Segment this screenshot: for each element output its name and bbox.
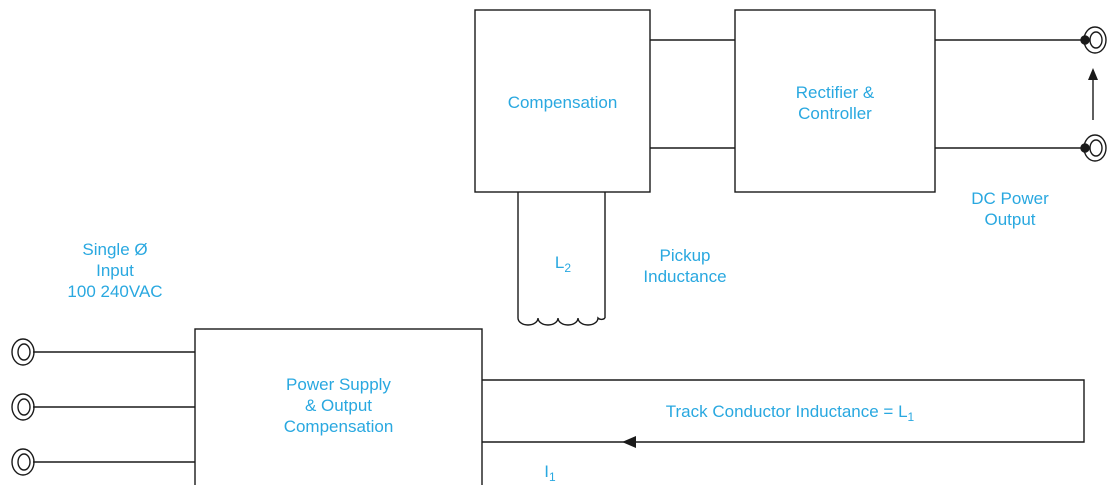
track-label-sub: 1: [907, 410, 915, 424]
track-label-text: Track Conductor Inductance = L: [665, 402, 908, 421]
pickup-coil-leads: [517, 192, 606, 318]
dc-power-output-label: DC Power Output: [955, 188, 1065, 230]
rectifier-label-line1: Rectifier &: [795, 83, 875, 102]
rectifier-controller-label: Rectifier & Controller: [735, 82, 935, 124]
i1-label-sub: 1: [549, 470, 556, 484]
input-label: Single Ø Input 100 240VAC: [30, 239, 200, 302]
junction-dot-top: [1080, 35, 1090, 45]
input-terminal-1: [11, 338, 35, 366]
dc-output-line1: DC Power: [971, 189, 1049, 208]
compensation-label-text: Compensation: [507, 93, 618, 112]
dc-terminal-bottom: [1083, 134, 1107, 162]
l2-label-base: L: [554, 253, 565, 272]
pickup-label-line1: Pickup: [659, 246, 711, 265]
compensation-label: Compensation: [475, 92, 650, 113]
rectifier-controller-block: [734, 9, 936, 193]
l2-label: L2: [538, 252, 588, 275]
track-current-arrow: [622, 436, 636, 448]
input-label-line2: Input: [96, 261, 134, 280]
pickup-coil-winding: [517, 316, 606, 326]
i1-label: I1: [535, 461, 565, 484]
power-supply-label-line1: Power Supply: [286, 375, 391, 394]
input-label-line1: Single Ø: [82, 240, 148, 259]
voltage-arrow-head: [1088, 68, 1098, 80]
pickup-inductance-label: Pickup Inductance: [620, 245, 750, 287]
input-terminal-2: [11, 393, 35, 421]
i1-label-base: I: [544, 462, 550, 481]
track-inductance-label: Track Conductor Inductance = L1: [600, 401, 980, 424]
l2-label-sub: 2: [564, 261, 572, 275]
pickup-label-line2: Inductance: [643, 267, 727, 286]
rectifier-label-line2: Controller: [798, 104, 872, 123]
power-supply-label-line3: Compensation: [283, 417, 394, 436]
track-conductor-loop: [482, 379, 1085, 443]
dc-terminal-top: [1083, 26, 1107, 54]
power-supply-block: [194, 328, 483, 485]
compensation-block: [474, 9, 651, 193]
dc-output-line2: Output: [984, 210, 1036, 229]
power-supply-label-line2: & Output: [304, 396, 373, 415]
input-terminal-3: [11, 448, 35, 476]
input-label-line3: 100 240VAC: [67, 282, 163, 301]
junction-dot-bottom: [1080, 143, 1090, 153]
power-supply-label: Power Supply & Output Compensation: [195, 374, 482, 437]
